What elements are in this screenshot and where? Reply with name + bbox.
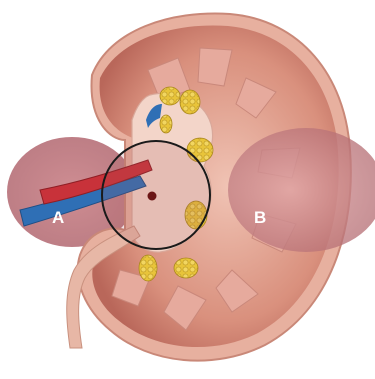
label-b: B [254,208,266,227]
label-a: A [52,208,64,227]
target-dot [148,192,157,201]
